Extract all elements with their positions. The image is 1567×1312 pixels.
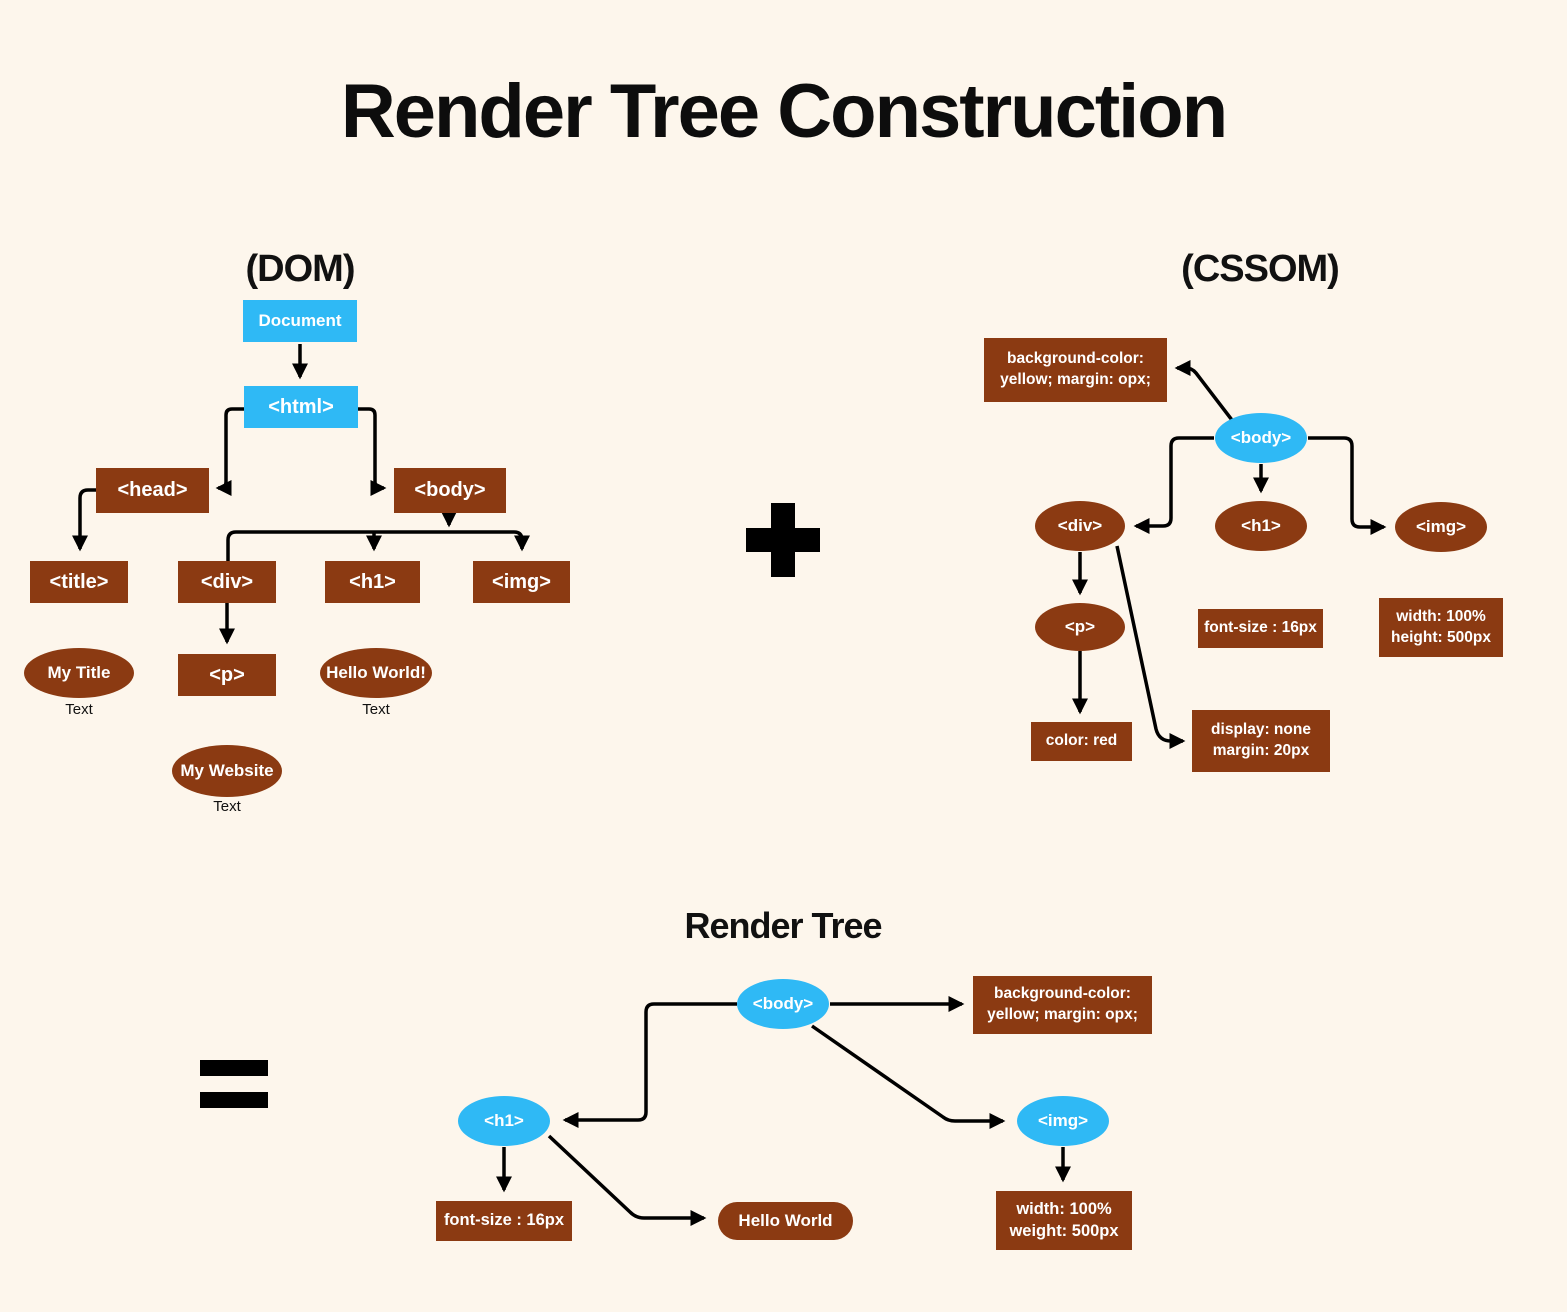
plus-icon-bar-v: [771, 503, 795, 577]
cssom-rule-color: color: red: [1031, 722, 1132, 761]
rule-line: font-size : 16px: [443, 1211, 565, 1230]
dom-node-body: <body>: [394, 468, 506, 513]
cssom-node-img: <img>: [1395, 502, 1487, 552]
text-caption-hello-world: Text: [362, 701, 390, 718]
equals-icon-bar-top: [200, 1060, 268, 1076]
text-caption-my-website: Text: [213, 798, 241, 815]
dom-node-html: <html>: [244, 386, 358, 428]
rule-line: background-color:: [994, 985, 1131, 1003]
equals-icon: [200, 1060, 268, 1108]
dom-node-div: <div>: [178, 561, 276, 603]
rule-line: yellow; margin: opx;: [1000, 371, 1151, 388]
rule-line: yellow; margin: opx;: [987, 1006, 1138, 1023]
wire-html-head: [215, 407, 244, 497]
render-tree-section-label: Render Tree: [684, 905, 882, 946]
dom-textnode-hello-world: Hello World!: [320, 648, 432, 698]
rule-line: background-color:: [1007, 350, 1144, 368]
wire-head-title: [71, 488, 96, 552]
cssom-node-div: <div>: [1035, 501, 1125, 551]
rule-line: width: 100%: [1396, 607, 1486, 625]
wire-html-body: [357, 407, 387, 497]
wire-cbody-background: [1174, 359, 1237, 426]
wire-rh1-hello: [547, 1134, 707, 1227]
equals-icon-bar-bottom: [200, 1092, 268, 1108]
cssom-section-label: (CSSOM): [1181, 248, 1340, 290]
cssom-rule-dimensions: width: 100% height: 500px: [1379, 598, 1503, 657]
rule-line: color: red: [1045, 732, 1118, 750]
cssom-node-p: <p>: [1035, 603, 1125, 651]
rule-line: height: 500px: [1391, 628, 1491, 646]
wire-rbody-rimg: [811, 1024, 1006, 1130]
render-rule-background: background-color: yellow; margin: opx;: [973, 976, 1152, 1034]
cssom-rule-display: display: none margin: 20px: [1192, 710, 1330, 772]
dom-node-p: <p>: [178, 654, 276, 696]
dom-node-head: <head>: [96, 468, 209, 513]
cssom-node-h1: <h1>: [1215, 501, 1307, 551]
render-textnode-hello-world: Hello World: [718, 1202, 853, 1240]
render-node-img: <img>: [1017, 1096, 1109, 1146]
dom-node-img: <img>: [473, 561, 570, 603]
rule-line: display: none: [1211, 721, 1311, 739]
render-rule-dimensions: width: 100% weight: 500px: [996, 1191, 1132, 1250]
dom-node-h1: <h1>: [325, 561, 420, 603]
wire-rbody-rh1: [562, 1002, 737, 1129]
render-node-h1: <h1>: [458, 1096, 550, 1146]
dom-node-title: <title>: [30, 561, 128, 603]
rule-line: weight: 500px: [1009, 1221, 1119, 1240]
render-node-body: <body>: [737, 979, 829, 1029]
page-title: Render Tree Construction: [340, 69, 1228, 154]
rule-line: width: 100%: [1016, 1199, 1112, 1218]
wire-cbody-cimg: [1308, 436, 1387, 536]
render-rule-font-size: font-size : 16px: [436, 1201, 572, 1241]
cssom-rule-background: background-color: yellow; margin: opx;: [984, 338, 1167, 402]
dom-section-label: (DOM): [245, 248, 356, 290]
plus-icon: [746, 503, 820, 577]
dom-textnode-my-website: My Website: [172, 745, 282, 797]
rule-line: font-size : 16px: [1204, 619, 1317, 637]
dom-node-document: Document: [243, 300, 357, 342]
cssom-node-body: <body>: [1215, 413, 1307, 463]
wire-cdiv-display: [1115, 545, 1186, 750]
dom-textnode-my-title: My Title: [24, 648, 134, 698]
wire-cbody-cdiv: [1133, 436, 1214, 535]
text-caption-my-title: Text: [65, 701, 93, 718]
cssom-rule-font-size: font-size : 16px: [1198, 609, 1323, 648]
rule-line: margin: 20px: [1212, 742, 1310, 759]
